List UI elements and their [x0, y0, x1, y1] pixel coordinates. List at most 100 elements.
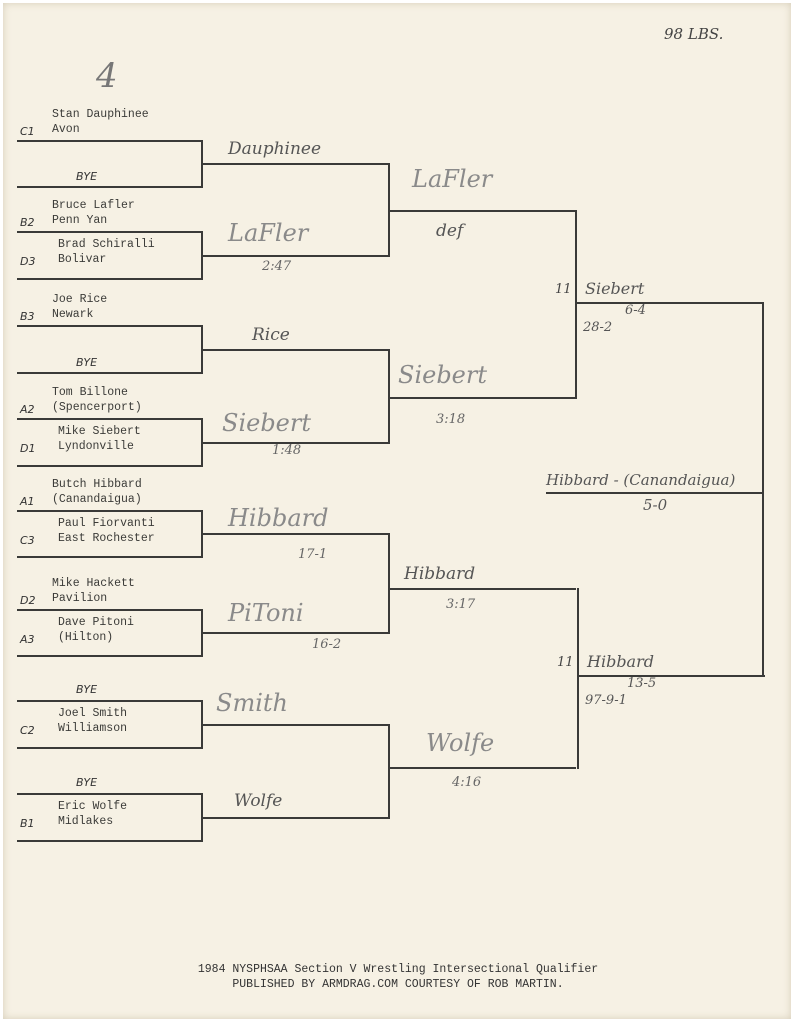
quarterfinal-result: 4:16: [452, 775, 482, 790]
bracket-line: [17, 510, 203, 512]
bracket-line: [546, 492, 764, 494]
bracket-line: [388, 349, 390, 444]
round2-winner: Rice: [252, 325, 290, 345]
semifinal-winner: Siebert: [585, 279, 645, 298]
seed-label: C3: [20, 534, 35, 547]
quarterfinal-result: 3:17: [446, 597, 476, 612]
round2-winner: PiToni: [228, 599, 304, 627]
wrestler-school: Newark: [52, 308, 94, 321]
semifinal-result: 13-5: [627, 676, 657, 691]
bracket-line: [575, 210, 577, 399]
bracket-line: [17, 840, 203, 842]
wrestler-name: Dave Pitoni: [58, 616, 134, 629]
wrestler-name: Paul Fiorvanti: [58, 517, 155, 530]
wrestler-school: (Canandaigua): [52, 493, 142, 506]
quarterfinal-winner: Hibbard: [404, 564, 476, 584]
bracket-line: [388, 210, 576, 212]
wrestler-school: Avon: [52, 123, 80, 136]
seed-label: B3: [20, 310, 35, 323]
round2-result: 16-2: [312, 637, 342, 652]
bracket-line: [577, 675, 765, 677]
bracket-line: [17, 140, 203, 142]
bracket-line: [201, 163, 389, 165]
wrestler-school: (Spencerport): [52, 401, 142, 414]
round2-winner: Smith: [216, 689, 288, 717]
wrestler-name: Brad Schiralli: [58, 238, 155, 251]
wrestler-name: Mike Siebert: [58, 425, 141, 438]
bracket-line: [17, 655, 203, 657]
wrestler-school: Lyndonville: [58, 440, 134, 453]
semifinal-result: 6-4: [625, 303, 646, 318]
bracket-line: [17, 700, 203, 702]
wrestler-name: Joe Rice: [52, 293, 108, 306]
round2-winner: Siebert: [222, 409, 312, 437]
bracket-line: [17, 418, 203, 420]
wrestler-name: Joel Smith: [58, 707, 128, 720]
footer-credit: PUBLISHED BY ARMDRAG.COM COURTESY OF ROB…: [232, 978, 564, 991]
quarterfinal-winner: Wolfe: [426, 729, 495, 757]
bracket-line: [17, 231, 203, 233]
bye-label: BYE: [76, 170, 98, 183]
wrestler-name: Butch Hibbard: [52, 478, 142, 491]
wrestler-name: Eric Wolfe: [58, 800, 128, 813]
quarterfinal-result: 3:18: [436, 412, 466, 427]
wrestler-school: Bolivar: [58, 253, 107, 266]
bracket-line: [201, 632, 389, 634]
seed-label: A1: [20, 495, 35, 508]
champion-name: Hibbard - (Canandaigua): [546, 471, 736, 489]
semifinal-mark: 11: [557, 655, 574, 670]
round2-winner: LaFler: [228, 219, 309, 247]
seed-label: A2: [20, 403, 35, 416]
page-number: 4: [96, 56, 118, 96]
quarterfinal-result: def: [436, 221, 464, 241]
bye-label: BYE: [76, 683, 98, 696]
wrestler-school: Midlakes: [58, 815, 114, 828]
bracket-line: [17, 747, 203, 749]
bye-label: BYE: [76, 776, 98, 789]
bracket-line: [17, 372, 203, 374]
bracket-line: [577, 588, 579, 769]
semifinal-record: 28-2: [583, 320, 613, 335]
footer-title: 1984 NYSPHSAA Section V Wrestling Inters…: [197, 963, 599, 976]
bracket-line: [388, 397, 576, 399]
round2-result: 1:48: [272, 443, 302, 458]
seed-label: C1: [20, 125, 35, 138]
seed-label: A3: [20, 633, 35, 646]
wrestler-name: Mike Hackett: [52, 577, 135, 590]
seed-label: C2: [20, 724, 35, 737]
bracket-line: [388, 724, 390, 819]
bracket-line: [388, 767, 576, 769]
bracket-line: [17, 465, 203, 467]
seed-label: D2: [20, 594, 36, 607]
wrestler-school: (Hilton): [58, 631, 114, 644]
semifinal-winner: Hibbard: [587, 652, 654, 671]
bracket-line: [762, 302, 764, 677]
bracket-line: [17, 609, 203, 611]
wrestler-school: Penn Yan: [52, 214, 108, 227]
wrestler-school: Williamson: [58, 722, 128, 735]
round2-winner: Dauphinee: [228, 139, 322, 159]
weight-class: 98 LBS.: [664, 25, 724, 43]
round2-winner: Wolfe: [234, 791, 283, 811]
semifinal-record: 97-9-1: [585, 693, 627, 708]
final-result: 5-0: [643, 496, 668, 514]
wrestler-name: Tom Billone: [52, 386, 128, 399]
round2-result: 17-1: [298, 547, 328, 562]
wrestler-name: Bruce Lafler: [52, 199, 135, 212]
bracket-line: [201, 349, 389, 351]
seed-label: B1: [20, 817, 35, 830]
quarterfinal-winner: Siebert: [398, 361, 488, 389]
quarterfinal-winner: LaFler: [412, 165, 493, 193]
round2-winner: Hibbard: [228, 504, 329, 532]
bracket-line: [575, 302, 763, 304]
bye-label: BYE: [76, 356, 98, 369]
wrestler-school: East Rochester: [58, 532, 155, 545]
wrestler-name: Stan Dauphinee: [52, 108, 149, 121]
seed-label: B2: [20, 216, 35, 229]
bracket-line: [201, 533, 389, 535]
bracket-line: [201, 817, 389, 819]
bracket-line: [388, 588, 576, 590]
seed-label: D1: [20, 442, 36, 455]
bracket-line: [201, 255, 389, 257]
round2-result: 2:47: [262, 259, 292, 274]
